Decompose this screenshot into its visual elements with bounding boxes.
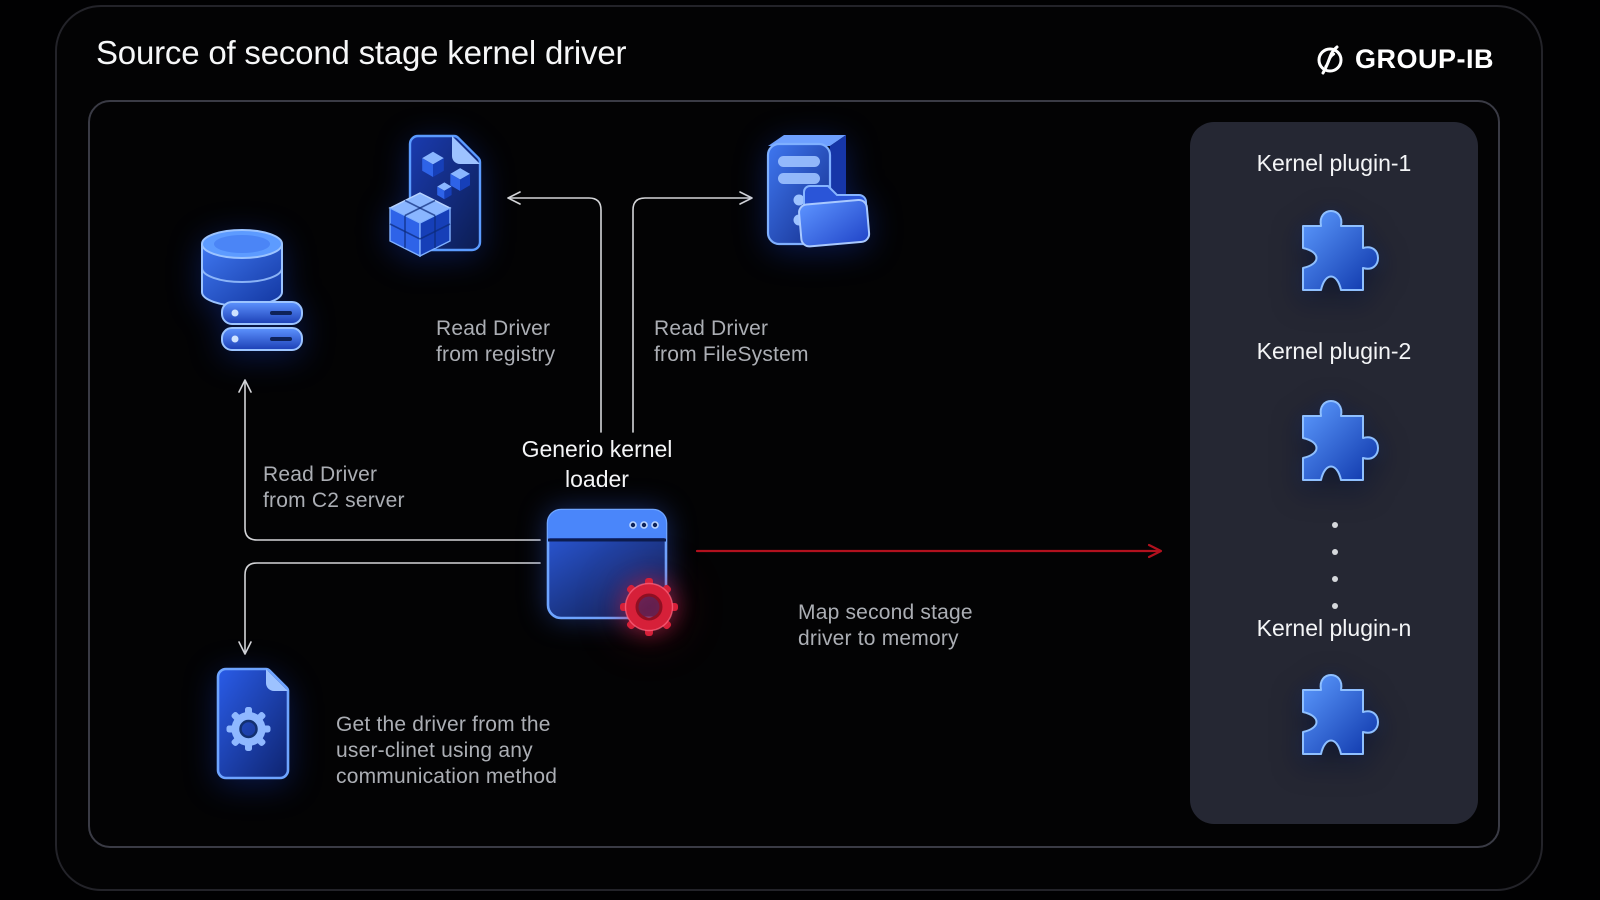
database-icon [196,222,308,352]
kernel-plugin-2-label: Kernel plugin-2 [1256,338,1412,364]
registry-file-icon [388,132,488,258]
gear-icon [614,572,684,642]
puzzle-piece-icon [1280,660,1392,770]
label-user-client: Get the driver from the user-clinet usin… [336,713,558,788]
ellipsis-dot [1332,576,1338,582]
brand-name: GROUP-IB [1355,44,1494,74]
brand-logo: GROUP-IB [1315,44,1494,75]
ellipsis-dot [1332,603,1338,609]
ellipsis-dot [1332,549,1338,555]
kernel-plugin-1-label: Kernel plugin-1 [1256,150,1412,176]
label-loader: Generio kernel loader [521,436,673,492]
pc-folder-icon [748,130,875,260]
kernel-plugin-n-label: Kernel plugin-n [1256,615,1412,641]
puzzle-piece-icon [1280,196,1392,306]
label-read-c2: Read Driver from C2 server [263,463,405,512]
document-gear-icon [208,666,298,782]
label-map-memory: Map second stage driver to memory [798,601,973,650]
label-read-filesystem: Read Driver from FileSystem [654,317,809,366]
ellipsis-dot [1332,522,1338,528]
diagram-container [88,100,1500,848]
puzzle-piece-icon [1280,386,1392,496]
group-ib-logo-icon [1317,45,1343,74]
label-read-registry: Read Driver from registry [436,317,556,366]
page-title: Source of second stage kernel driver [96,34,627,71]
